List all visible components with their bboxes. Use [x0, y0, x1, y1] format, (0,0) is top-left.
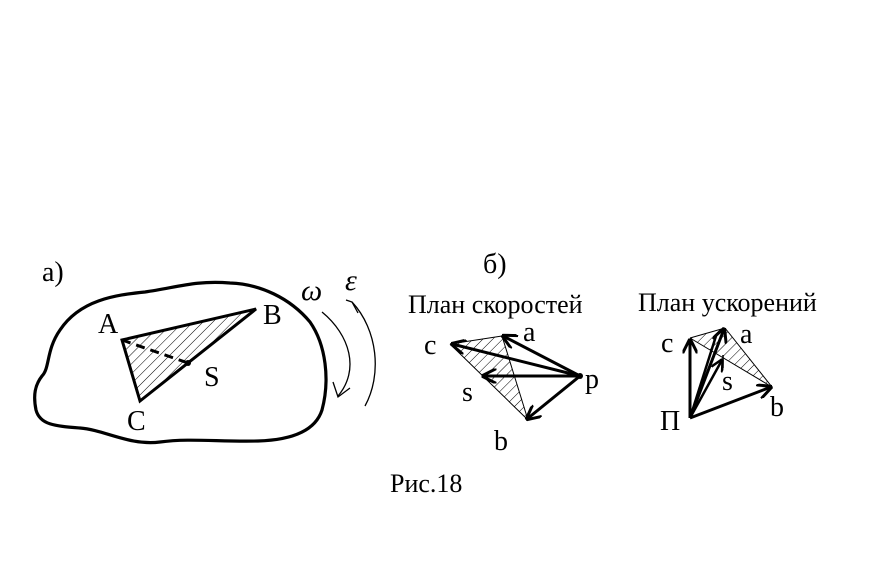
acceleration-vector-pi-b — [689, 387, 771, 420]
velocity-label-a: a — [523, 317, 536, 348]
velocity-plan-title: План скоростей — [408, 290, 583, 319]
velocity-label-s: s — [462, 377, 473, 408]
acceleration-edge-ab — [724, 327, 773, 388]
figure-caption: Рис.18 — [390, 469, 462, 498]
point-label-a: A — [98, 309, 119, 340]
velocity-vector-pa — [503, 336, 581, 378]
velocity-label-p: p — [585, 364, 599, 395]
panel-a-label: а) — [42, 257, 64, 288]
triangle-abc — [120, 307, 257, 404]
point-label-b: B — [263, 300, 282, 331]
acceleration-label-s: s — [722, 366, 733, 397]
acceleration-label-b: b — [770, 392, 784, 423]
panel-b: б) План скоростей c a p s b План ускорен… — [408, 249, 817, 457]
acceleration-label-c: c — [661, 328, 673, 359]
acceleration-label-pi: П — [660, 406, 680, 437]
rigid-body-outline — [33, 280, 328, 445]
acceleration-plan: План ускорений c a s П b — [638, 288, 817, 437]
point-label-s: S — [204, 362, 220, 393]
velocity-vector-pb — [527, 374, 581, 419]
velocity-pole-p — [577, 373, 583, 379]
panel-a: а) A B C S ω ε — [33, 257, 376, 445]
segment-as — [121, 338, 189, 365]
acceleration-label-a: a — [740, 319, 753, 350]
acceleration-vector-pi-a2 — [688, 335, 718, 419]
point-s — [185, 360, 191, 366]
velocity-label-c: c — [424, 330, 436, 361]
omega-symbol: ω — [301, 274, 322, 307]
epsilon-arrowhead — [345, 299, 359, 314]
omega-arrowhead — [332, 381, 351, 399]
acceleration-triangle-cab — [690, 328, 772, 387]
acceleration-plan-title: План ускорений — [638, 288, 817, 317]
acceleration-vector-pi-s — [688, 360, 722, 419]
epsilon-arc-arrow — [351, 301, 376, 407]
epsilon-symbol: ε — [345, 264, 357, 297]
velocity-vector-pc — [452, 344, 581, 378]
velocity-plan: План скоростей c a p s b — [408, 290, 599, 457]
omega-arc-arrow — [321, 311, 351, 397]
acceleration-edge-cb — [689, 337, 773, 388]
point-label-c: C — [127, 406, 146, 437]
panel-b-label: б) — [483, 249, 507, 280]
velocity-label-b: b — [494, 426, 508, 457]
